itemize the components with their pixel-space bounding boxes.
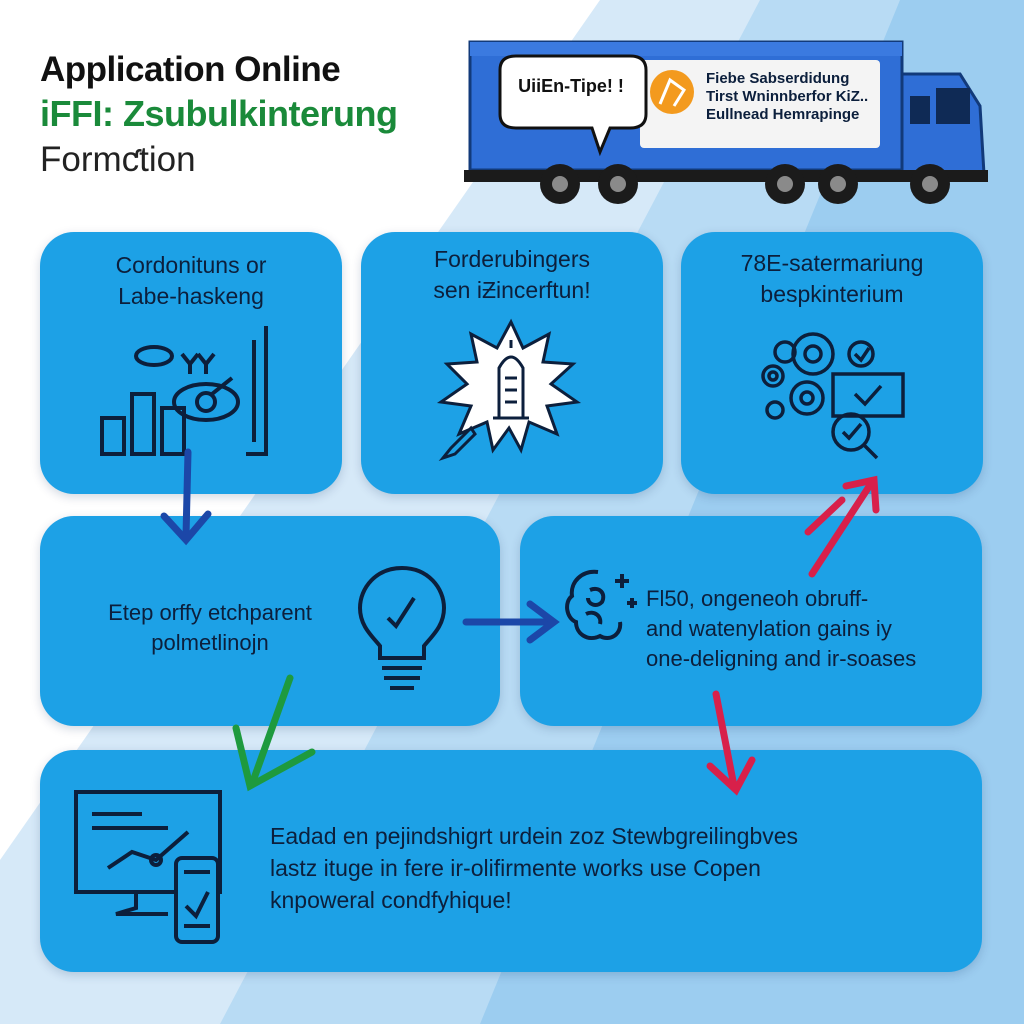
arrow-green-down <box>232 674 316 792</box>
header-subtitle: iFFI: Zsubulkinterung <box>40 93 398 134</box>
truck-sign-line-3: Eullnead Hemrapinge <box>706 106 860 123</box>
gears-check-icon <box>761 332 905 460</box>
step-box-5-text: Fl50, ongeneoh obruff- and watenylation … <box>646 584 976 674</box>
step-box-5-text-line-1: Fl50, ongeneoh obruff- <box>646 586 869 611</box>
step-box-6-text-line-3: knpoweral condfyhique! <box>270 887 512 913</box>
header-tagline: Formƈtion <box>40 140 196 179</box>
step-box-6-text: Eadad en pejindshigrt urdein zoz Stewbgr… <box>270 820 970 916</box>
chart-eye-icon <box>100 326 268 456</box>
truck-illustration <box>464 40 988 204</box>
truck-speech-bubble-text: UiiEn-Tipe! ! <box>518 76 624 96</box>
arrow-red-up <box>804 475 880 578</box>
step-box-2-title-line-1: Forderubingers <box>434 246 590 272</box>
arrow-blue-down <box>160 448 212 546</box>
step-box-2: Forderubingers sen iƵincerftun! <box>361 232 663 494</box>
step-box-4-text-line-2: polmetlinojn <box>151 630 269 655</box>
lightbulb-check-icon <box>357 565 447 690</box>
brain-plus-icon <box>565 569 637 641</box>
arrow-blue-right <box>462 600 560 644</box>
step-box-2-title: Forderubingers sen iƵincerftun! <box>361 244 663 306</box>
step-box-3: 78E-satermariung bespkinterium <box>681 232 983 494</box>
arrow-red-down <box>706 690 756 796</box>
step-box-4-text: Etep orffy etchparent polmetlinojn <box>70 598 350 658</box>
step-box-6: Eadad en pejindshigrt urdein zoz Stewbgr… <box>40 750 982 972</box>
step-box-6-text-line-2: lastz ituge in fere ir-olifirmente works… <box>270 855 761 881</box>
truck-sign-line-1: Fiebe Sabserdidung <box>706 70 850 87</box>
monitor-phone-icon <box>74 790 222 944</box>
truck-sign-line-2: Tirst Wninnberfor KiZ.. <box>706 88 869 105</box>
step-box-5-text-line-3: one-deligning and ir-soases <box>646 646 917 671</box>
header-title: Application Online <box>40 50 341 89</box>
step-box-5: Fl50, ongeneoh obruff- and watenylation … <box>520 516 982 726</box>
step-box-3-title-line-2: bespkinterium <box>760 281 904 307</box>
step-box-1-title-line-2: Labe-haskeng <box>118 283 264 309</box>
sun-building-icon <box>436 318 582 462</box>
step-box-6-text-line-1: Eadad en pejindshigrt urdein zoz Stewbgr… <box>270 823 799 849</box>
step-box-1-title-line-1: Cordonituns or <box>115 252 267 278</box>
step-box-4-text-line-1: Etep orffy etchparent <box>108 600 312 625</box>
step-box-1-title: Cordonituns or Labe-haskeng <box>40 250 342 312</box>
step-box-4: Etep orffy etchparent polmetlinojn <box>40 516 500 726</box>
step-box-2-title-line-2: sen iƵincerftun! <box>433 277 591 303</box>
step-box-3-title-line-1: 78E-satermariung <box>740 250 924 276</box>
step-box-3-title: 78E-satermariung bespkinterium <box>681 248 983 310</box>
step-box-5-text-line-2: and watenylation gains iy <box>646 616 892 641</box>
